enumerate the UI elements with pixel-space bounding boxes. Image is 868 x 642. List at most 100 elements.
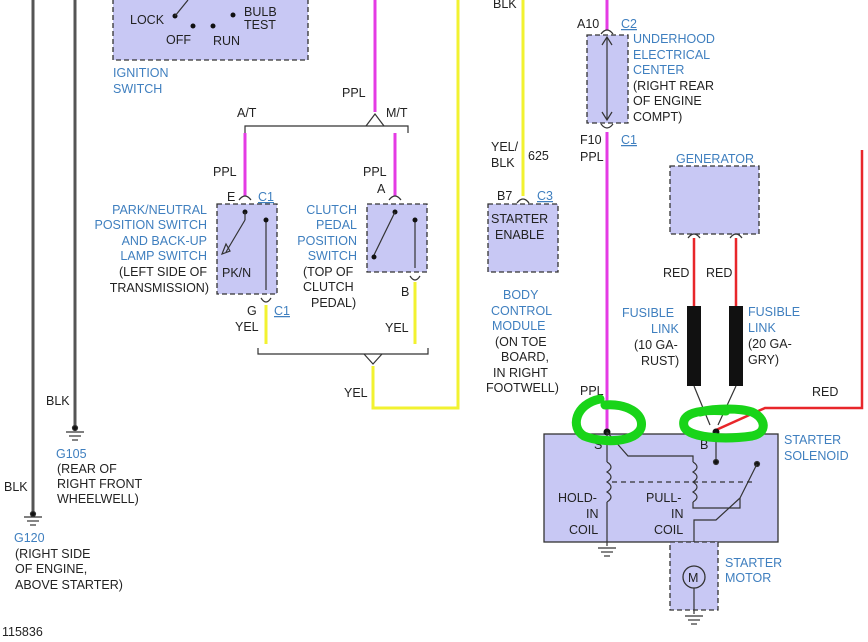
starter-solenoid-label-1: STARTER	[784, 433, 841, 447]
yel-label-pnp: YEL	[235, 320, 259, 334]
clutch-pin-a: A	[377, 182, 386, 196]
red-wire-battery	[715, 150, 864, 432]
hold-coil-label-2: IN	[586, 507, 599, 521]
clutch-label-3: POSITION	[297, 234, 357, 248]
uec-location-1: (RIGHT REAR	[633, 79, 714, 93]
fusible-link-1-label-2: LINK	[651, 322, 679, 336]
generator-box	[669, 165, 760, 235]
pnp-connector-top: C1	[258, 190, 274, 204]
bcm-inner-2: ENABLE	[495, 228, 544, 242]
generator-label: GENERATOR	[676, 152, 754, 166]
bcm-label-1: BODY	[503, 288, 539, 302]
pnp-pin-e: E	[227, 190, 235, 204]
starter-motor-label-2: MOTOR	[725, 571, 771, 585]
red-label-battery: RED	[812, 385, 838, 399]
g120-location-2: OF ENGINE,	[15, 562, 87, 576]
yel-merge-bracket	[257, 348, 429, 355]
ppl-label-main: PPL	[342, 86, 366, 100]
uec-connector-bottom: C1	[621, 133, 637, 147]
yel-blk-label-2: BLK	[491, 156, 515, 170]
motor-symbol-label: M	[688, 571, 698, 585]
ignition-pos-run: RUN	[213, 34, 240, 48]
ppl-label-uec: PPL	[580, 150, 604, 164]
bcm-connector: C3	[537, 189, 553, 203]
pnp-label-2: POSITION SWITCH	[95, 218, 208, 232]
ignition-pos-off: OFF	[166, 33, 191, 47]
g120-location-1: (RIGHT SIDE	[15, 547, 90, 561]
clutch-label-1: CLUTCH	[306, 203, 357, 217]
uec-location-3: COMPT)	[633, 110, 682, 124]
solenoid-terminal-b: B	[700, 438, 708, 452]
starter-solenoid-label-2: SOLENOID	[784, 449, 849, 463]
diagram-id: 115836	[2, 625, 43, 639]
g105-label: G105	[56, 447, 87, 461]
bcm-location-1: (ON TOE	[495, 335, 547, 349]
ignition-pos-lock: LOCK	[130, 13, 165, 27]
fusible-link-2-size-2: GRY)	[748, 353, 779, 367]
uec-pin-bottom: F10	[580, 133, 602, 147]
highlight-b-terminal	[679, 404, 768, 443]
solenoid-terminal-s: S	[594, 438, 602, 452]
fusible-link-2	[729, 306, 743, 386]
yel-label-clutch: YEL	[385, 321, 409, 335]
fusible-link-1	[687, 306, 701, 386]
clutch-switch-box	[366, 203, 428, 273]
ground-wires	[31, 0, 77, 512]
ppl-label-solenoid: PPL	[580, 384, 604, 398]
ignition-switch-label-2: SWITCH	[113, 82, 162, 96]
ppl-label-pnp: PPL	[213, 165, 237, 179]
clutch-location-1: (TOP OF	[303, 265, 354, 279]
blk-label-top: BLK	[493, 0, 517, 11]
pnp-label-3: AND BACK-UP	[122, 234, 207, 248]
motor-ground-symbol	[685, 615, 703, 625]
red-label-2: RED	[706, 266, 732, 280]
clutch-location-3: PEDAL)	[311, 296, 356, 310]
ignition-pos-test: TEST	[244, 18, 276, 32]
uec-location-2: OF ENGINE	[633, 94, 702, 108]
starter-solenoid-box	[543, 433, 779, 543]
bcm-label-3: MODULE	[492, 319, 545, 333]
uec-label-1: UNDERHOOD	[633, 32, 715, 46]
g105-location-1: (REAR OF	[57, 462, 117, 476]
pnp-location-2: TRANSMISSION)	[110, 281, 209, 295]
bcm-label-2: CONTROL	[491, 304, 552, 318]
bcm-pin: B7	[497, 189, 512, 203]
pnp-location-1: (LEFT SIDE OF	[119, 265, 207, 279]
pull-coil-label-3: COIL	[654, 523, 683, 537]
fusible-link-1-size-1: (10 GA-	[634, 338, 678, 352]
fusible-link-1-label-1: FUSIBLE	[622, 306, 674, 320]
clutch-label-4: SWITCH	[308, 249, 357, 263]
fusible-link-2-label-1: FUSIBLE	[748, 305, 800, 319]
bcm-inner-1: STARTER	[491, 212, 548, 226]
bcm-location-2: BOARD,	[501, 350, 549, 364]
ignition-switch-box	[112, 0, 309, 61]
red-label-1: RED	[663, 266, 689, 280]
bcm-location-3: IN RIGHT	[493, 366, 548, 380]
fusible-link-1-size-2: RUST)	[641, 354, 679, 368]
highlight-s-terminal	[571, 394, 646, 446]
ignition-pos-bulb: BULB	[244, 5, 277, 19]
ground-g105-symbol	[66, 424, 84, 441]
solenoid-ground-symbol	[598, 547, 616, 557]
clutch-pin-b: B	[401, 285, 409, 299]
pnp-pin-g: G	[247, 304, 257, 318]
yel-blk-label-1: YEL/	[491, 140, 519, 154]
mt-label: M/T	[386, 106, 408, 120]
fusible-link-2-label-2: LINK	[748, 321, 776, 335]
pnp-connector-bottom: C1	[274, 304, 290, 318]
bcm-location-4: FOOTWELL)	[486, 381, 559, 395]
pnp-label-4: LAMP SWITCH	[120, 249, 207, 263]
hold-coil-label-3: COIL	[569, 523, 598, 537]
pull-coil-label-2: IN	[671, 507, 684, 521]
circuit-625: 625	[528, 149, 549, 163]
pnp-contact-label: PK/N	[222, 266, 251, 280]
g120-location-3: ABOVE STARTER)	[15, 578, 123, 592]
clutch-location-2: CLUTCH	[303, 280, 354, 294]
yel-wire-to-bcm	[371, 0, 460, 410]
uec-label-2: ELECTRICAL	[633, 48, 710, 62]
at-label: A/T	[237, 106, 257, 120]
park-neutral-switch-box	[216, 203, 278, 295]
at-mt-branch	[244, 125, 409, 133]
uec-connector-top: C2	[621, 17, 637, 31]
